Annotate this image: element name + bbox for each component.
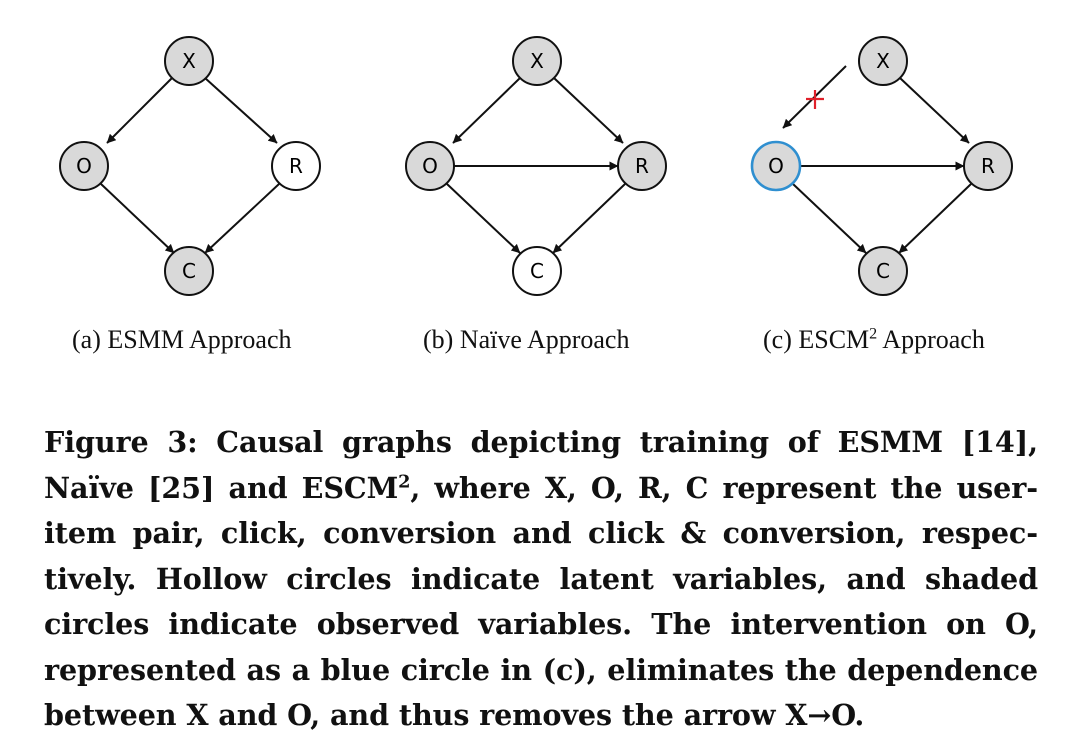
graph-c-escm2: X O R C <box>750 36 1013 296</box>
node-c-r: R <box>963 141 1013 191</box>
figure-caption: Figure 3: Causal graphs depicting traini… <box>44 420 1038 739</box>
edge-a-r-c <box>204 183 280 254</box>
node-label: X <box>530 49 544 73</box>
node-label: C <box>530 259 544 283</box>
caption-line-2: Naïve [25] and ESCM2, where X, O, R, C r… <box>44 466 1038 512</box>
node-label: O <box>422 154 438 178</box>
node-label: C <box>182 259 196 283</box>
caption-line-2-post: , where X, O, R, C represent the user- <box>410 470 1039 505</box>
node-a-r: R <box>271 141 321 191</box>
caption-line-6: represented as a blue circle in (c), eli… <box>44 652 1038 687</box>
node-label: C <box>876 259 890 283</box>
subcaption-c: (c) ESCM2 Approach <box>763 320 985 360</box>
node-a-o: O <box>59 141 109 191</box>
causal-graphs-figure: X O R C X O R <box>59 36 1013 296</box>
edge-a-o-c <box>100 183 175 254</box>
node-label: R <box>635 154 649 178</box>
edge-b-o-c <box>446 183 521 254</box>
caption-line-3: item pair, click, conversion and click &… <box>44 516 1038 550</box>
edge-b-x-r <box>553 77 624 144</box>
edge-c-x-r <box>899 77 970 144</box>
node-c-c: C <box>858 246 908 296</box>
caption-line-4: tively. Hollow circles indicate latent v… <box>44 561 1038 596</box>
edge-c-r-c <box>898 183 972 254</box>
subcaption-a: (a) ESMM Approach <box>72 325 292 354</box>
edge-b-r-c <box>552 183 626 254</box>
subcaption-c-prefix: (c) ESCM <box>763 325 870 354</box>
caption-line-1: Figure 3: Causal graphs depicting traini… <box>44 425 1038 459</box>
node-b-o: O <box>405 141 455 191</box>
node-label: R <box>981 154 995 178</box>
node-label: O <box>768 154 784 178</box>
edge-a-x-o <box>106 77 173 144</box>
node-a-c: C <box>164 246 214 296</box>
caption-line-2-sup: 2 <box>398 470 411 492</box>
node-label: X <box>876 49 890 73</box>
node-label: X <box>182 49 196 73</box>
edge-a-x-r <box>204 77 278 144</box>
node-label: R <box>289 154 303 178</box>
subcaption-c-suffix: Approach <box>877 325 985 354</box>
caption-line-7: between X and O, and thus removes the ar… <box>44 698 865 732</box>
caption-line-5: circles indicate observed variables. The… <box>44 607 1038 641</box>
caption-line-2-pre: Naïve [25] and ESCM <box>44 470 399 505</box>
node-c-x: X <box>858 36 908 86</box>
graph-b-naive: X O R C <box>405 36 667 296</box>
node-c-o-intervention: O <box>750 140 802 192</box>
node-label: O <box>76 154 92 178</box>
subcaption-row: (a) ESMM Approach (b) Naïve Approach (c)… <box>0 320 1080 360</box>
node-a-x: X <box>164 36 214 86</box>
node-b-r: R <box>617 141 667 191</box>
subcaption-b: (b) Naïve Approach <box>423 325 630 354</box>
edge-b-x-o <box>452 77 521 144</box>
edge-c-o-c <box>792 183 867 254</box>
graph-a-esmm: X O R C <box>59 36 321 296</box>
node-b-c: C <box>512 246 562 296</box>
subcaption-c-sup: 2 <box>869 325 878 343</box>
node-b-x: X <box>512 36 562 86</box>
cut-mark-icon <box>806 90 824 109</box>
